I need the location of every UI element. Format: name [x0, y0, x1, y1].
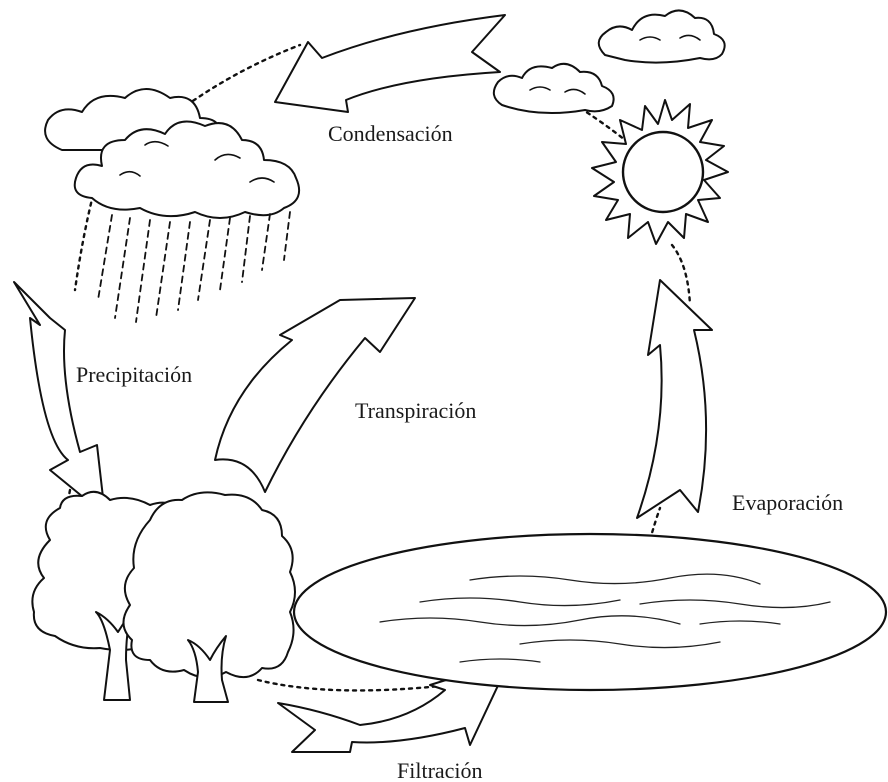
label-filtration: Filtración: [397, 758, 483, 782]
rain-streaks: [98, 212, 290, 322]
small-cloud-top: [599, 10, 725, 62]
evaporation-arrow: [637, 280, 712, 518]
sun: [592, 100, 728, 244]
precipitation-arrow: [14, 282, 105, 515]
tree-front: [123, 492, 295, 702]
condensation-arrow: [275, 15, 505, 112]
small-cloud-middle: [494, 64, 614, 113]
rain-cloud: [45, 89, 299, 218]
label-condensation: Condensación: [328, 121, 453, 146]
label-transpiration: Transpiración: [355, 398, 476, 423]
lake: [294, 534, 886, 690]
transpiration-arrow: [215, 298, 415, 492]
label-precipitation: Precipitación: [76, 362, 192, 387]
label-evaporation: Evaporación: [732, 490, 843, 515]
